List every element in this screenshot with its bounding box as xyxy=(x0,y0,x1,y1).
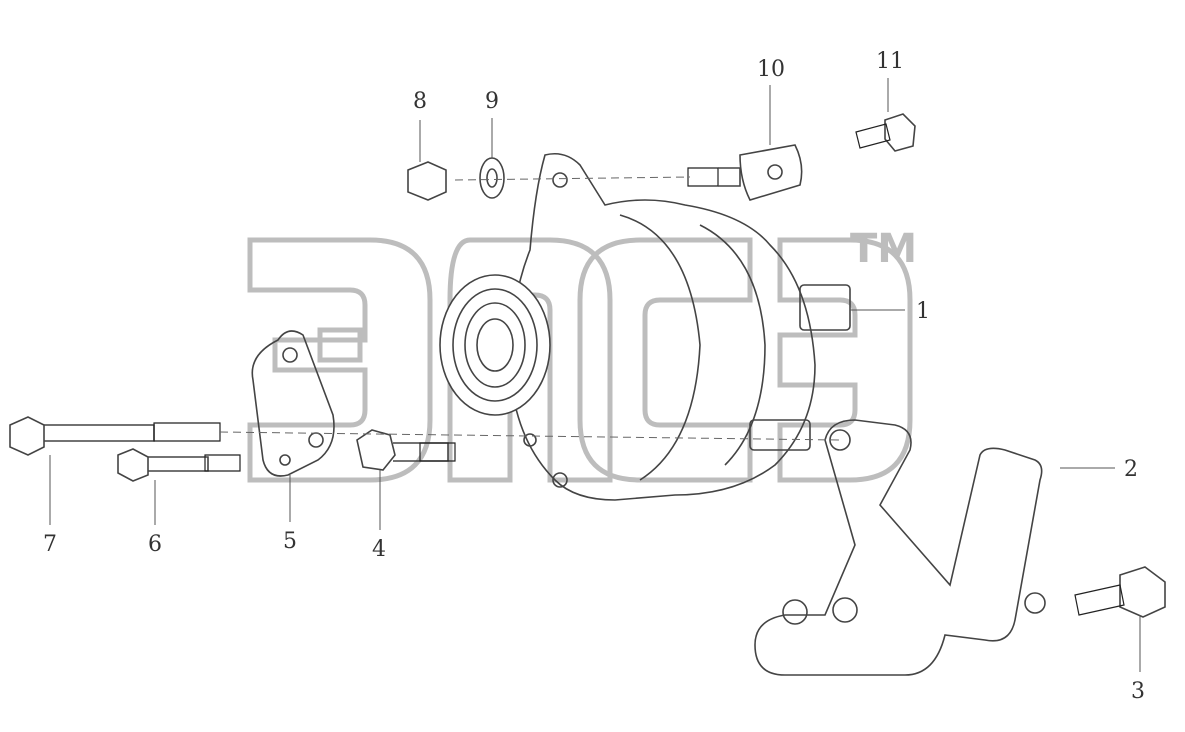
nut-part-8 xyxy=(407,161,447,201)
callout-1: 1 xyxy=(916,299,930,324)
bolt-part-6 xyxy=(117,448,241,482)
callout-10: 10 xyxy=(757,57,785,82)
callout-8: 8 xyxy=(413,89,427,114)
callout-labels: 1 2 3 4 5 6 7 8 9 10 11 xyxy=(43,49,1145,704)
callout-6: 6 xyxy=(148,532,162,557)
bolt-part-7 xyxy=(9,416,221,456)
callout-7: 7 xyxy=(43,532,57,557)
callout-9: 9 xyxy=(485,89,499,114)
callout-2: 2 xyxy=(1124,457,1138,482)
washer-part-9 xyxy=(479,157,505,199)
alternator-part-1 xyxy=(439,152,851,501)
callout-11: 11 xyxy=(876,49,904,74)
assembly-lines xyxy=(219,176,841,441)
callout-5: 5 xyxy=(283,529,297,554)
bolt-part-3 xyxy=(1074,566,1166,618)
bolt-part-11 xyxy=(855,113,916,152)
stud-part-10 xyxy=(687,144,803,201)
bolt-part-4 xyxy=(356,429,456,471)
leader-lines xyxy=(49,78,1141,672)
bracket-part-2 xyxy=(754,419,1046,676)
callout-4: 4 xyxy=(372,537,386,562)
callout-3: 3 xyxy=(1131,679,1145,704)
watermark-logo: TM xyxy=(247,226,917,483)
watermark-trademark: TM xyxy=(850,226,917,272)
